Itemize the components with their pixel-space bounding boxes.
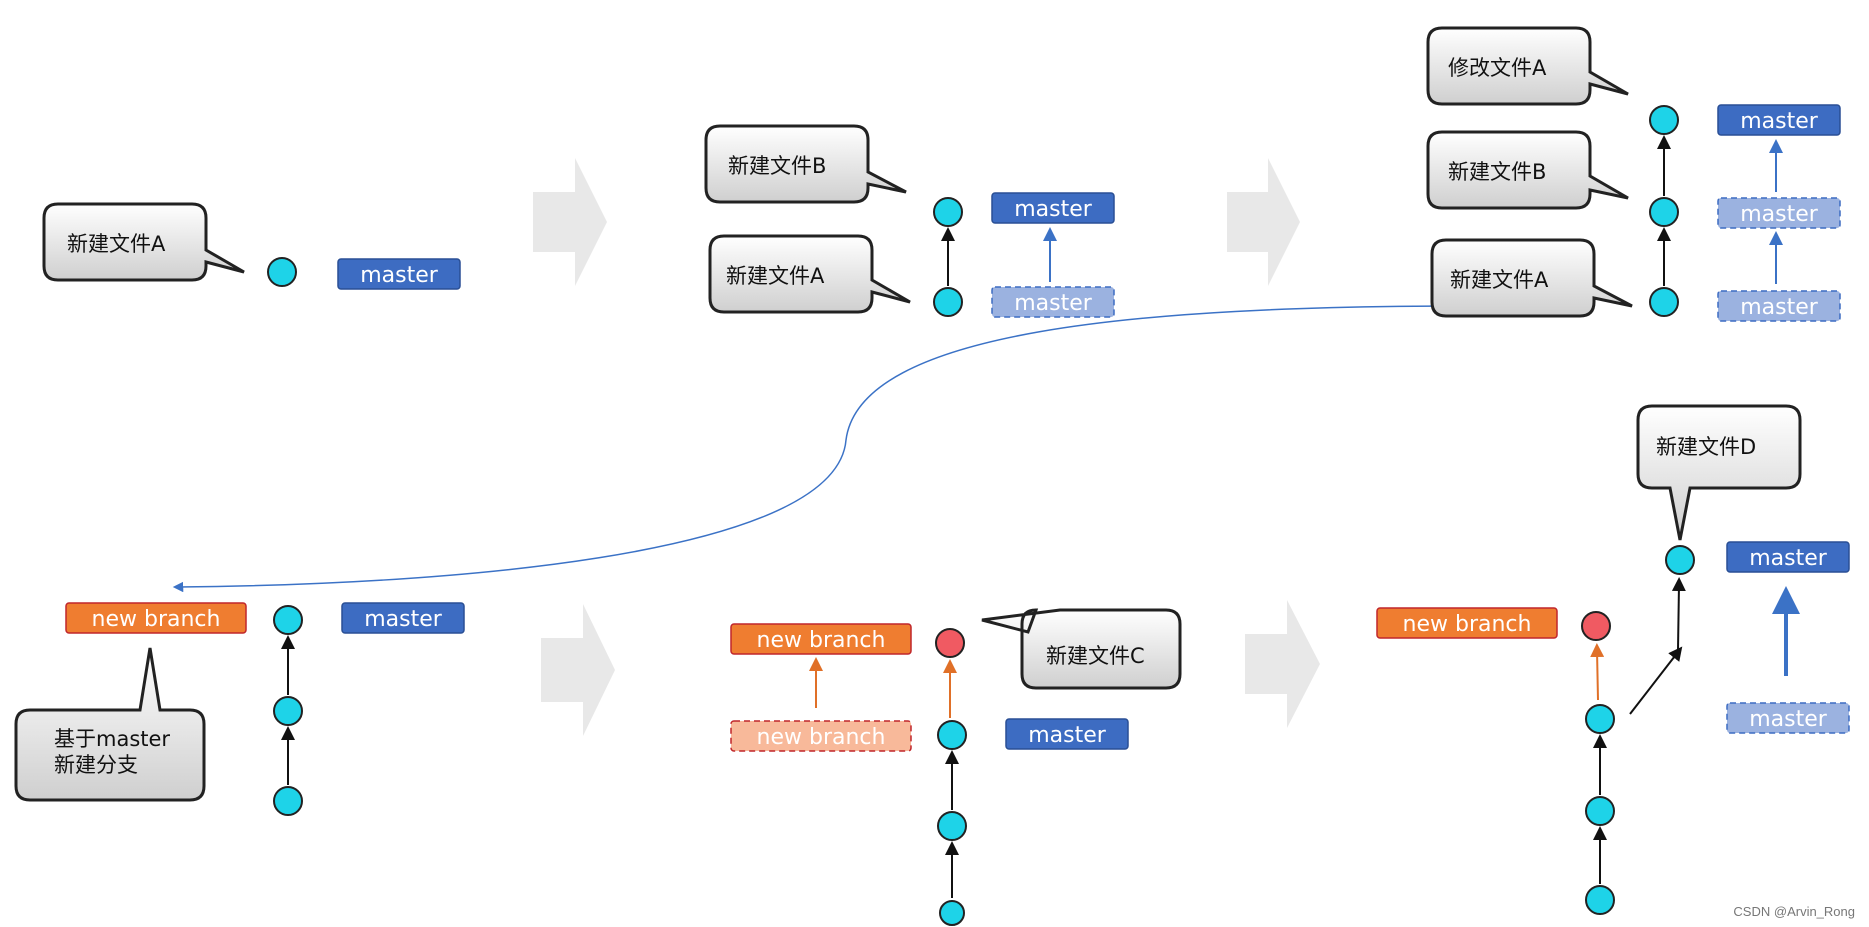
new-branch-label: new branch [730, 623, 912, 655]
master-ghost-label: master [991, 286, 1115, 318]
callout-branch-from-master: 基于master 新建分支 [14, 647, 206, 802]
callout-text: 新建文件B [1448, 160, 1546, 184]
commit-node [1585, 885, 1615, 915]
new-branch-label: new branch [65, 602, 247, 634]
svg-text:master: master [1014, 291, 1093, 316]
commit-node [273, 786, 303, 816]
svg-text:基于master: 基于master [54, 727, 170, 751]
commit-node [933, 197, 963, 227]
master-label: master [1717, 104, 1841, 136]
callout-new-file-b-panel3: 新建文件B [1426, 130, 1629, 210]
step-arrow [533, 158, 607, 286]
callout-text: 新建文件A [1450, 268, 1549, 292]
callout-text: 新建文件B [728, 154, 826, 178]
svg-text:master: master [1740, 109, 1819, 134]
commit-node [273, 696, 303, 726]
callout-text: 新建分支 [54, 753, 138, 777]
commit-node [273, 605, 303, 635]
callout-text: 修改文件A [1448, 56, 1547, 80]
svg-text:master: master [364, 607, 443, 632]
commit-node [1585, 704, 1615, 734]
svg-text:master: master [1749, 707, 1828, 732]
svg-text:new branch: new branch [1403, 612, 1532, 637]
svg-text:master: master [1014, 197, 1093, 222]
new-commit-node [935, 628, 965, 658]
commit-arrow-new [1590, 643, 1605, 701]
master-label: master [991, 192, 1115, 224]
watermark: CSDN @Arvin_Rong [1733, 904, 1855, 919]
svg-text:master: master [360, 263, 439, 288]
svg-text:new branch: new branch [757, 628, 886, 653]
commit-node [1649, 197, 1679, 227]
svg-text:master: master [1740, 202, 1819, 227]
commit-node [1649, 287, 1679, 317]
master-ghost-label: master [1726, 702, 1850, 734]
callout-new-file-c: 新建文件C [981, 608, 1182, 690]
svg-text:master: master [1749, 546, 1828, 571]
callout-text: 新建文件C [1046, 644, 1145, 668]
callout-new-file-d: 新建文件D [1636, 404, 1802, 541]
master-label: master [337, 258, 461, 290]
master-label: master [1726, 541, 1850, 573]
callout-new-file-a-panel2: 新建文件A [708, 234, 911, 314]
commit-node [267, 257, 297, 287]
new-branch-ghost-label: new branch [730, 720, 912, 752]
callout-new-file-a-panel3: 新建文件A [1430, 238, 1633, 318]
callout-text: 新建文件A [67, 232, 166, 256]
commit-node [1649, 105, 1679, 135]
svg-text:新建分支: 新建分支 [54, 753, 138, 777]
commit-arrow [1671, 577, 1686, 651]
commit-node [939, 900, 965, 926]
commit-arrow [1629, 646, 1683, 715]
connector-curve [172, 305, 1471, 593]
step-arrow [1227, 158, 1300, 286]
master-label: master [341, 602, 465, 634]
master-ghost-label: master [1717, 197, 1841, 229]
master-ghost-label: master [1717, 290, 1841, 322]
commit-node [933, 287, 963, 317]
commit-node [937, 720, 967, 750]
callout-new-file-b-panel2: 新建文件B [704, 124, 907, 204]
commit-node [1665, 545, 1695, 575]
svg-text:master: master [1740, 295, 1819, 320]
new-branch-label: new branch [1376, 607, 1558, 639]
callout-new-file-a-panel1: 新建文件A [42, 202, 245, 282]
callout-text: 基于master [54, 727, 170, 751]
callout-modify-file-a-panel3: 修改文件A [1426, 26, 1629, 106]
commit-node [937, 811, 967, 841]
svg-text:new branch: new branch [92, 607, 221, 632]
callout-text: 新建文件D [1656, 435, 1756, 459]
svg-text:new branch: new branch [757, 725, 886, 750]
callout-text: 新建文件A [726, 264, 825, 288]
commit-node [1585, 796, 1615, 826]
step-arrow [1245, 600, 1320, 728]
new-commit-node [1581, 611, 1611, 641]
svg-text:master: master [1028, 723, 1107, 748]
step-arrow [541, 604, 615, 736]
master-label: master [1005, 718, 1129, 750]
